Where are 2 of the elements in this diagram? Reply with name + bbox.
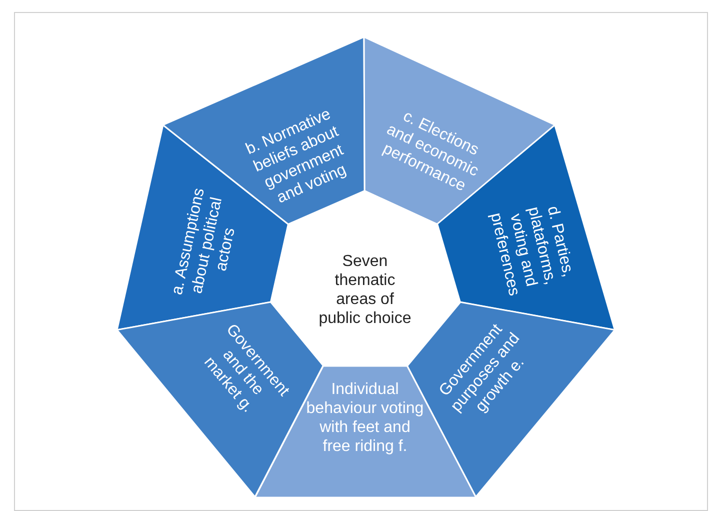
segment-label: Seven thematic areas of public choice [318, 252, 412, 328]
segment-label: Individual behaviour voting with feet and free riding f. [305, 380, 425, 456]
